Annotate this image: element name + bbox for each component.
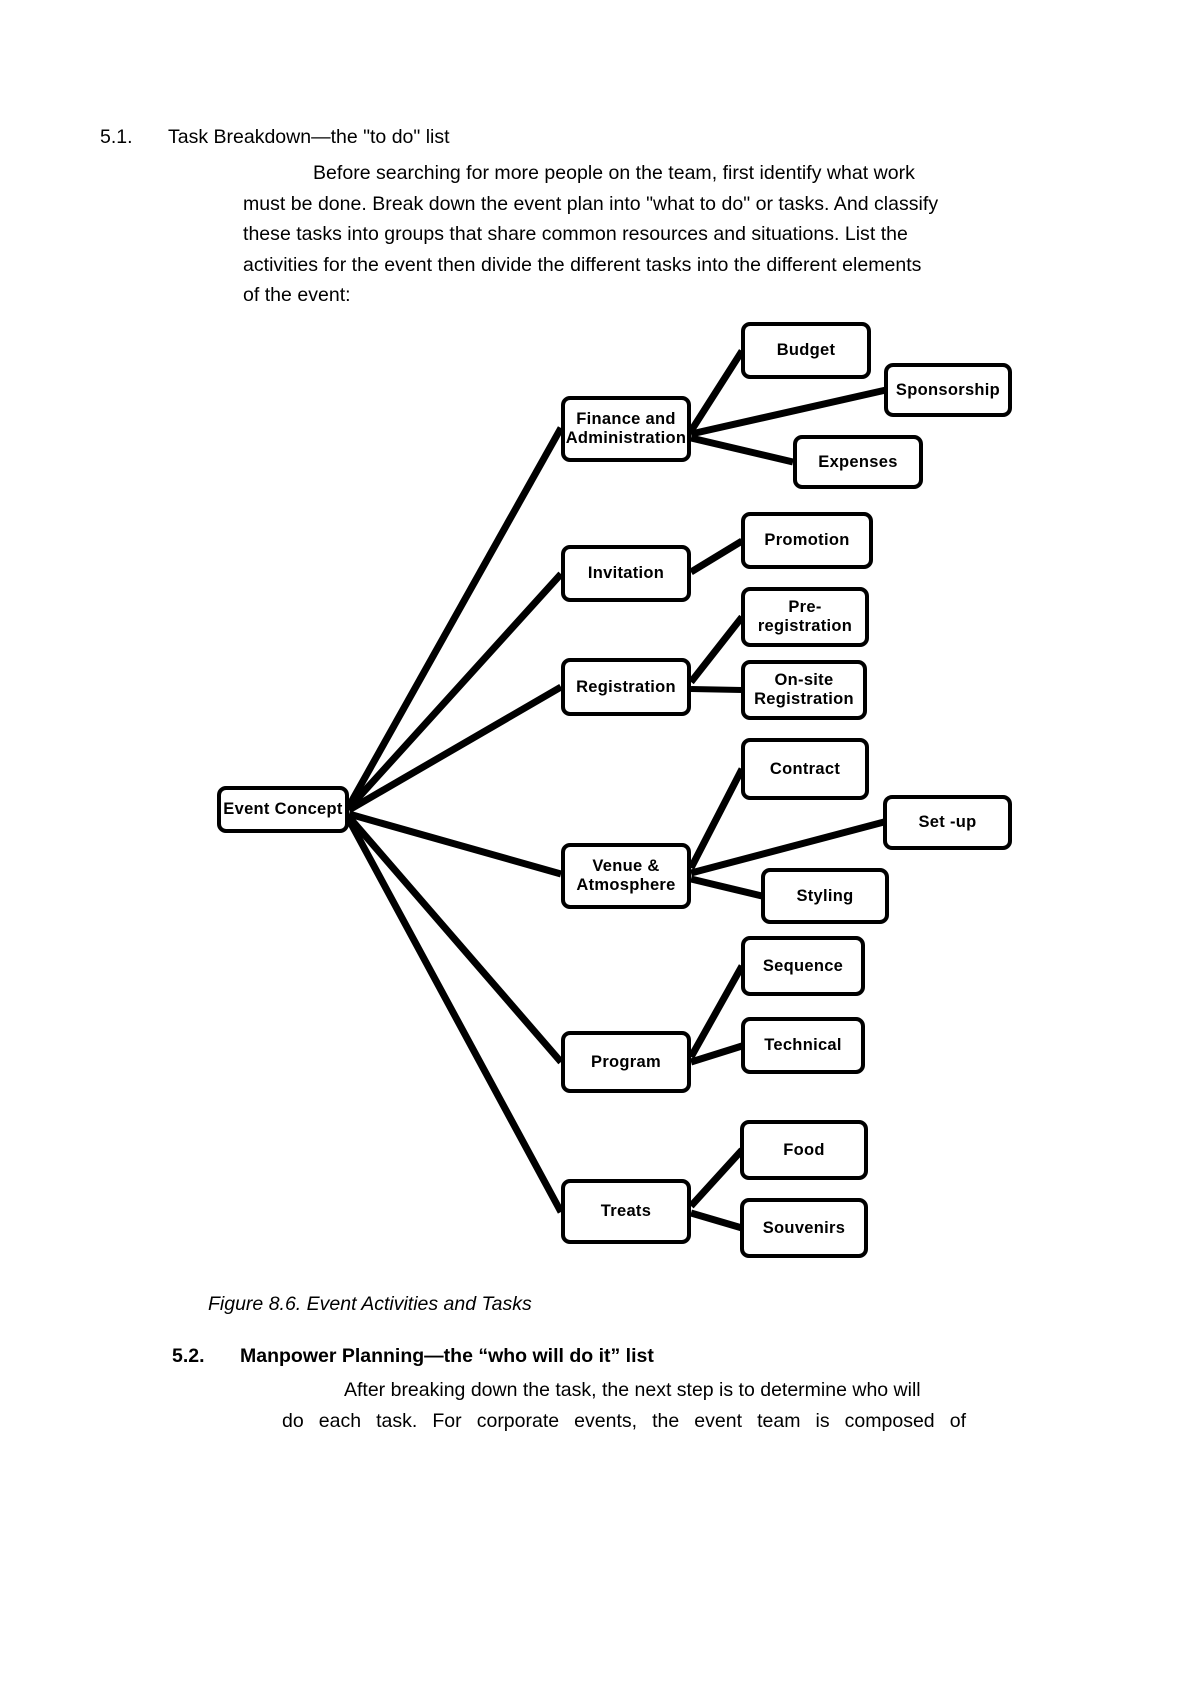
connector-program-to-technical [689, 1042, 744, 1066]
diagram-node-souvenirs[interactable]: Souvenirs [740, 1198, 868, 1258]
diagram-node-venue-and-atmosphere[interactable]: Venue & Atmosphere [561, 843, 691, 909]
section-5-1-title: Task Breakdown—the "to do" list [168, 126, 450, 148]
node-label: Pre-registration [757, 598, 853, 635]
node-label: Program [591, 1052, 661, 1071]
node-label: Venue & Atmosphere [576, 857, 676, 894]
diagram-node-budget[interactable]: Budget [741, 322, 871, 379]
node-label: Invitation [587, 564, 665, 582]
diagram-node-event-concept[interactable]: Event Concept [217, 786, 349, 833]
diagram-node-contract[interactable]: Contract [741, 738, 869, 800]
connector-root-to-finance [345, 426, 565, 808]
diagram-node-invitation[interactable]: Invitation [561, 545, 691, 602]
section-5-2-body: After breaking down the task, the next s… [274, 1375, 968, 1436]
node-label: Set -up [918, 813, 977, 831]
connector-treats-to-souvenirs [690, 1209, 743, 1232]
section-5-2-body-line2: do each task. For corporate events, the … [282, 1409, 966, 1432]
connector-root-to-treats [345, 818, 565, 1214]
connector-registration-to-preregistration [688, 614, 745, 685]
connector-venue-to-styling [690, 875, 763, 900]
section-5-1-number: 5.1. [100, 126, 133, 148]
connector-finance-to-sponsorship [690, 386, 887, 438]
connector-invitation-to-promotion [689, 538, 744, 575]
node-label: Promotion [764, 531, 850, 549]
node-label: Contract [769, 759, 841, 778]
node-label: Budget [776, 341, 836, 359]
diagram-node-treats[interactable]: Treats [561, 1179, 691, 1244]
diagram-node-sequence[interactable]: Sequence [741, 936, 865, 996]
figure-caption: Figure 8.6. Event Activities and Tasks [208, 1293, 532, 1315]
connector-finance-to-expenses [690, 434, 794, 466]
diagram-node-expenses[interactable]: Expenses [793, 435, 923, 489]
node-label: Sponsorship [895, 380, 1001, 399]
node-label: Sequence [762, 956, 844, 975]
section-5-1-heading: 5.1. Task Breakdown—the "to do" list [100, 126, 960, 148]
node-label: Registration [576, 677, 676, 696]
diagram-node-finance-and-administration[interactable]: Finance and Administration [561, 396, 691, 462]
node-label: Expenses [818, 452, 898, 471]
connector-treats-to-food [688, 1147, 745, 1209]
diagram-node-sponsorship[interactable]: Sponsorship [884, 363, 1012, 417]
node-label: Styling [796, 886, 854, 905]
diagram-node-program[interactable]: Program [561, 1031, 691, 1093]
diagram-node-food[interactable]: Food [740, 1120, 868, 1180]
connector-program-to-sequence [687, 964, 746, 1059]
section-5-2-number: 5.2. [172, 1345, 205, 1367]
diagram-node-set-up[interactable]: Set -up [883, 795, 1012, 850]
diagram-node-promotion[interactable]: Promotion [741, 512, 873, 569]
section-5-2-heading: 5.2. Manpower Planning—the “who will do i… [172, 1345, 654, 1368]
connector-finance-to-budget [688, 349, 745, 433]
node-label: Finance and Administration [565, 410, 687, 447]
connector-venue-to-contract [687, 767, 746, 870]
diagram-node-styling[interactable]: Styling [761, 868, 889, 924]
connector-root-to-invitation [346, 571, 564, 811]
node-label: Souvenirs [762, 1218, 846, 1237]
section-5-2-body-line1: After breaking down the task, the next s… [344, 1379, 921, 1401]
diagram-node-on-site-registration[interactable]: On-site Registration [741, 660, 867, 720]
node-label: Treats [600, 1202, 652, 1220]
diagram-node-registration[interactable]: Registration [561, 658, 691, 716]
connector-root-to-program [346, 814, 564, 1065]
node-label: Food [783, 1140, 825, 1159]
section-5-2-title: Manpower Planning—the “who will do it” l… [240, 1345, 654, 1367]
connector-root-to-venue [348, 810, 562, 878]
node-label: Event Concept [223, 800, 343, 818]
diagram-node-pre-registration[interactable]: Pre-registration [741, 587, 869, 647]
connector-venue-to-setup [690, 818, 885, 877]
node-label: On-site Registration [754, 671, 854, 708]
section-5-1-body: Before searching for more people on the … [243, 162, 939, 306]
node-label: Technical [764, 1036, 842, 1054]
connector-registration-to-onsite [690, 686, 743, 693]
diagram-node-technical[interactable]: Technical [741, 1017, 865, 1074]
connector-root-to-registration [347, 683, 563, 814]
